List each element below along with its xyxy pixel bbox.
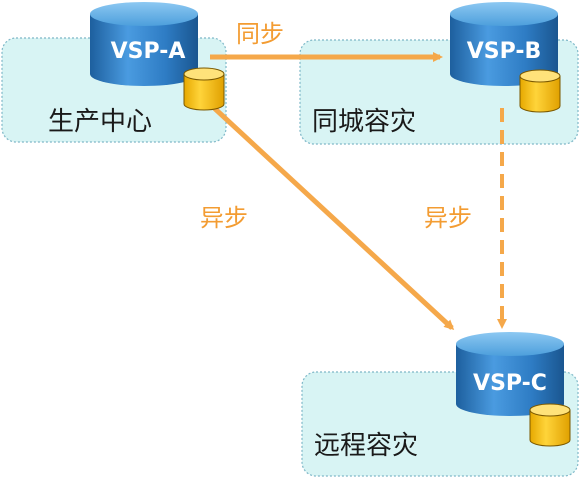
storage-cylinder-c: VSP-C [456, 332, 564, 416]
link-label-async-a-to-c: 异步 [200, 204, 248, 232]
disk-icon-c [529, 403, 571, 447]
storage-label-a: VSP-A [111, 39, 186, 64]
storage-label-c: VSP-C [473, 371, 547, 396]
disk-icon-a [183, 67, 225, 111]
storage-label-b: VSP-B [467, 39, 542, 64]
site-name-local-dr: 同城容灾 [312, 107, 416, 137]
link-label-sync: 同步 [236, 20, 284, 48]
site-name-remote-dr: 远程容灾 [314, 431, 418, 461]
storage-cylinder-a: VSP-A [90, 2, 198, 86]
disk-icon-b [519, 69, 561, 113]
storage-cylinder-b: VSP-B [450, 2, 558, 86]
async-arrow-a-to-c [210, 104, 455, 331]
site-name-production: 生产中心 [48, 107, 152, 137]
link-label-async-b-to-c: 异步 [424, 204, 472, 232]
